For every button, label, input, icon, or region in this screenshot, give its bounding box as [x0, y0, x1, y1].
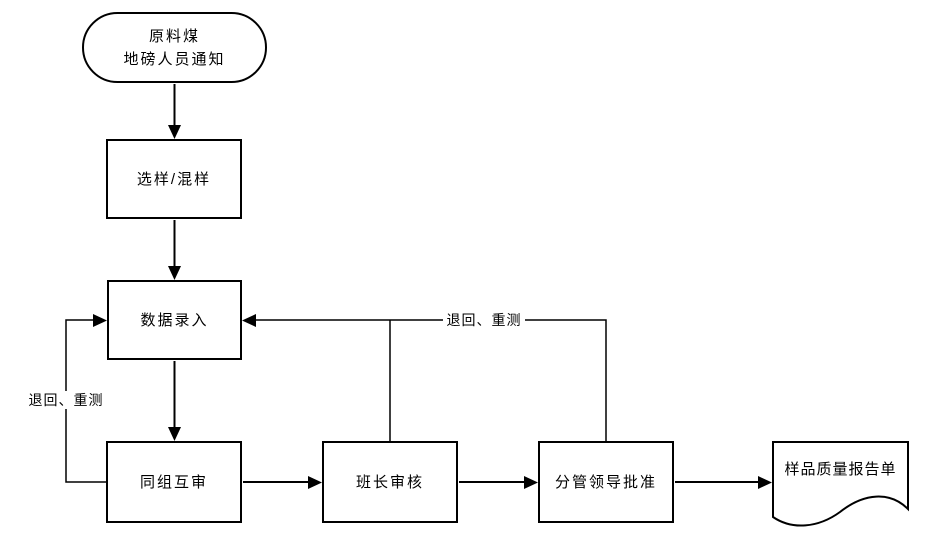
return-label-left: 退回、重测 [26, 391, 106, 409]
start-label-line1: 原料煤 [148, 27, 200, 45]
start-label-line2: 地磅人员通知 [123, 50, 226, 68]
node-start-terminator: 原料煤 地磅人员通知 [82, 12, 267, 83]
arrowhead-leader-to-report [758, 476, 772, 489]
arrowhead-start-to-sample [168, 125, 181, 139]
arrowhead-sample-to-dataentry [168, 266, 181, 280]
report-label: 样品质量报告单 [784, 461, 897, 478]
arrowhead-peerreview-to-teamleader [308, 476, 322, 489]
leader-approval-label: 分管领导批准 [554, 473, 657, 491]
team-leader-review-label: 班长审核 [355, 473, 424, 491]
node-leader-approval: 分管领导批准 [538, 441, 674, 523]
sample-mixing-label: 选样/混样 [136, 170, 212, 188]
arrowhead-return-right [242, 314, 256, 327]
arrowhead-teamleader-to-leader [524, 476, 538, 489]
arrowhead-dataentry-to-peerreview [168, 427, 181, 441]
return-label-right: 退回、重测 [443, 311, 525, 329]
node-team-leader-review: 班长审核 [322, 441, 458, 523]
data-entry-label: 数据录入 [140, 311, 209, 329]
return-line-right [256, 319, 607, 441]
node-data-entry: 数据录入 [107, 280, 242, 360]
node-peer-review: 同组互审 [106, 441, 242, 523]
arrowhead-return-left [93, 314, 107, 327]
peer-review-label: 同组互审 [139, 473, 208, 491]
document-shape [772, 441, 909, 527]
node-report-document: 样品质量报告单 [772, 441, 909, 533]
node-sample-mixing: 选样/混样 [106, 139, 242, 219]
